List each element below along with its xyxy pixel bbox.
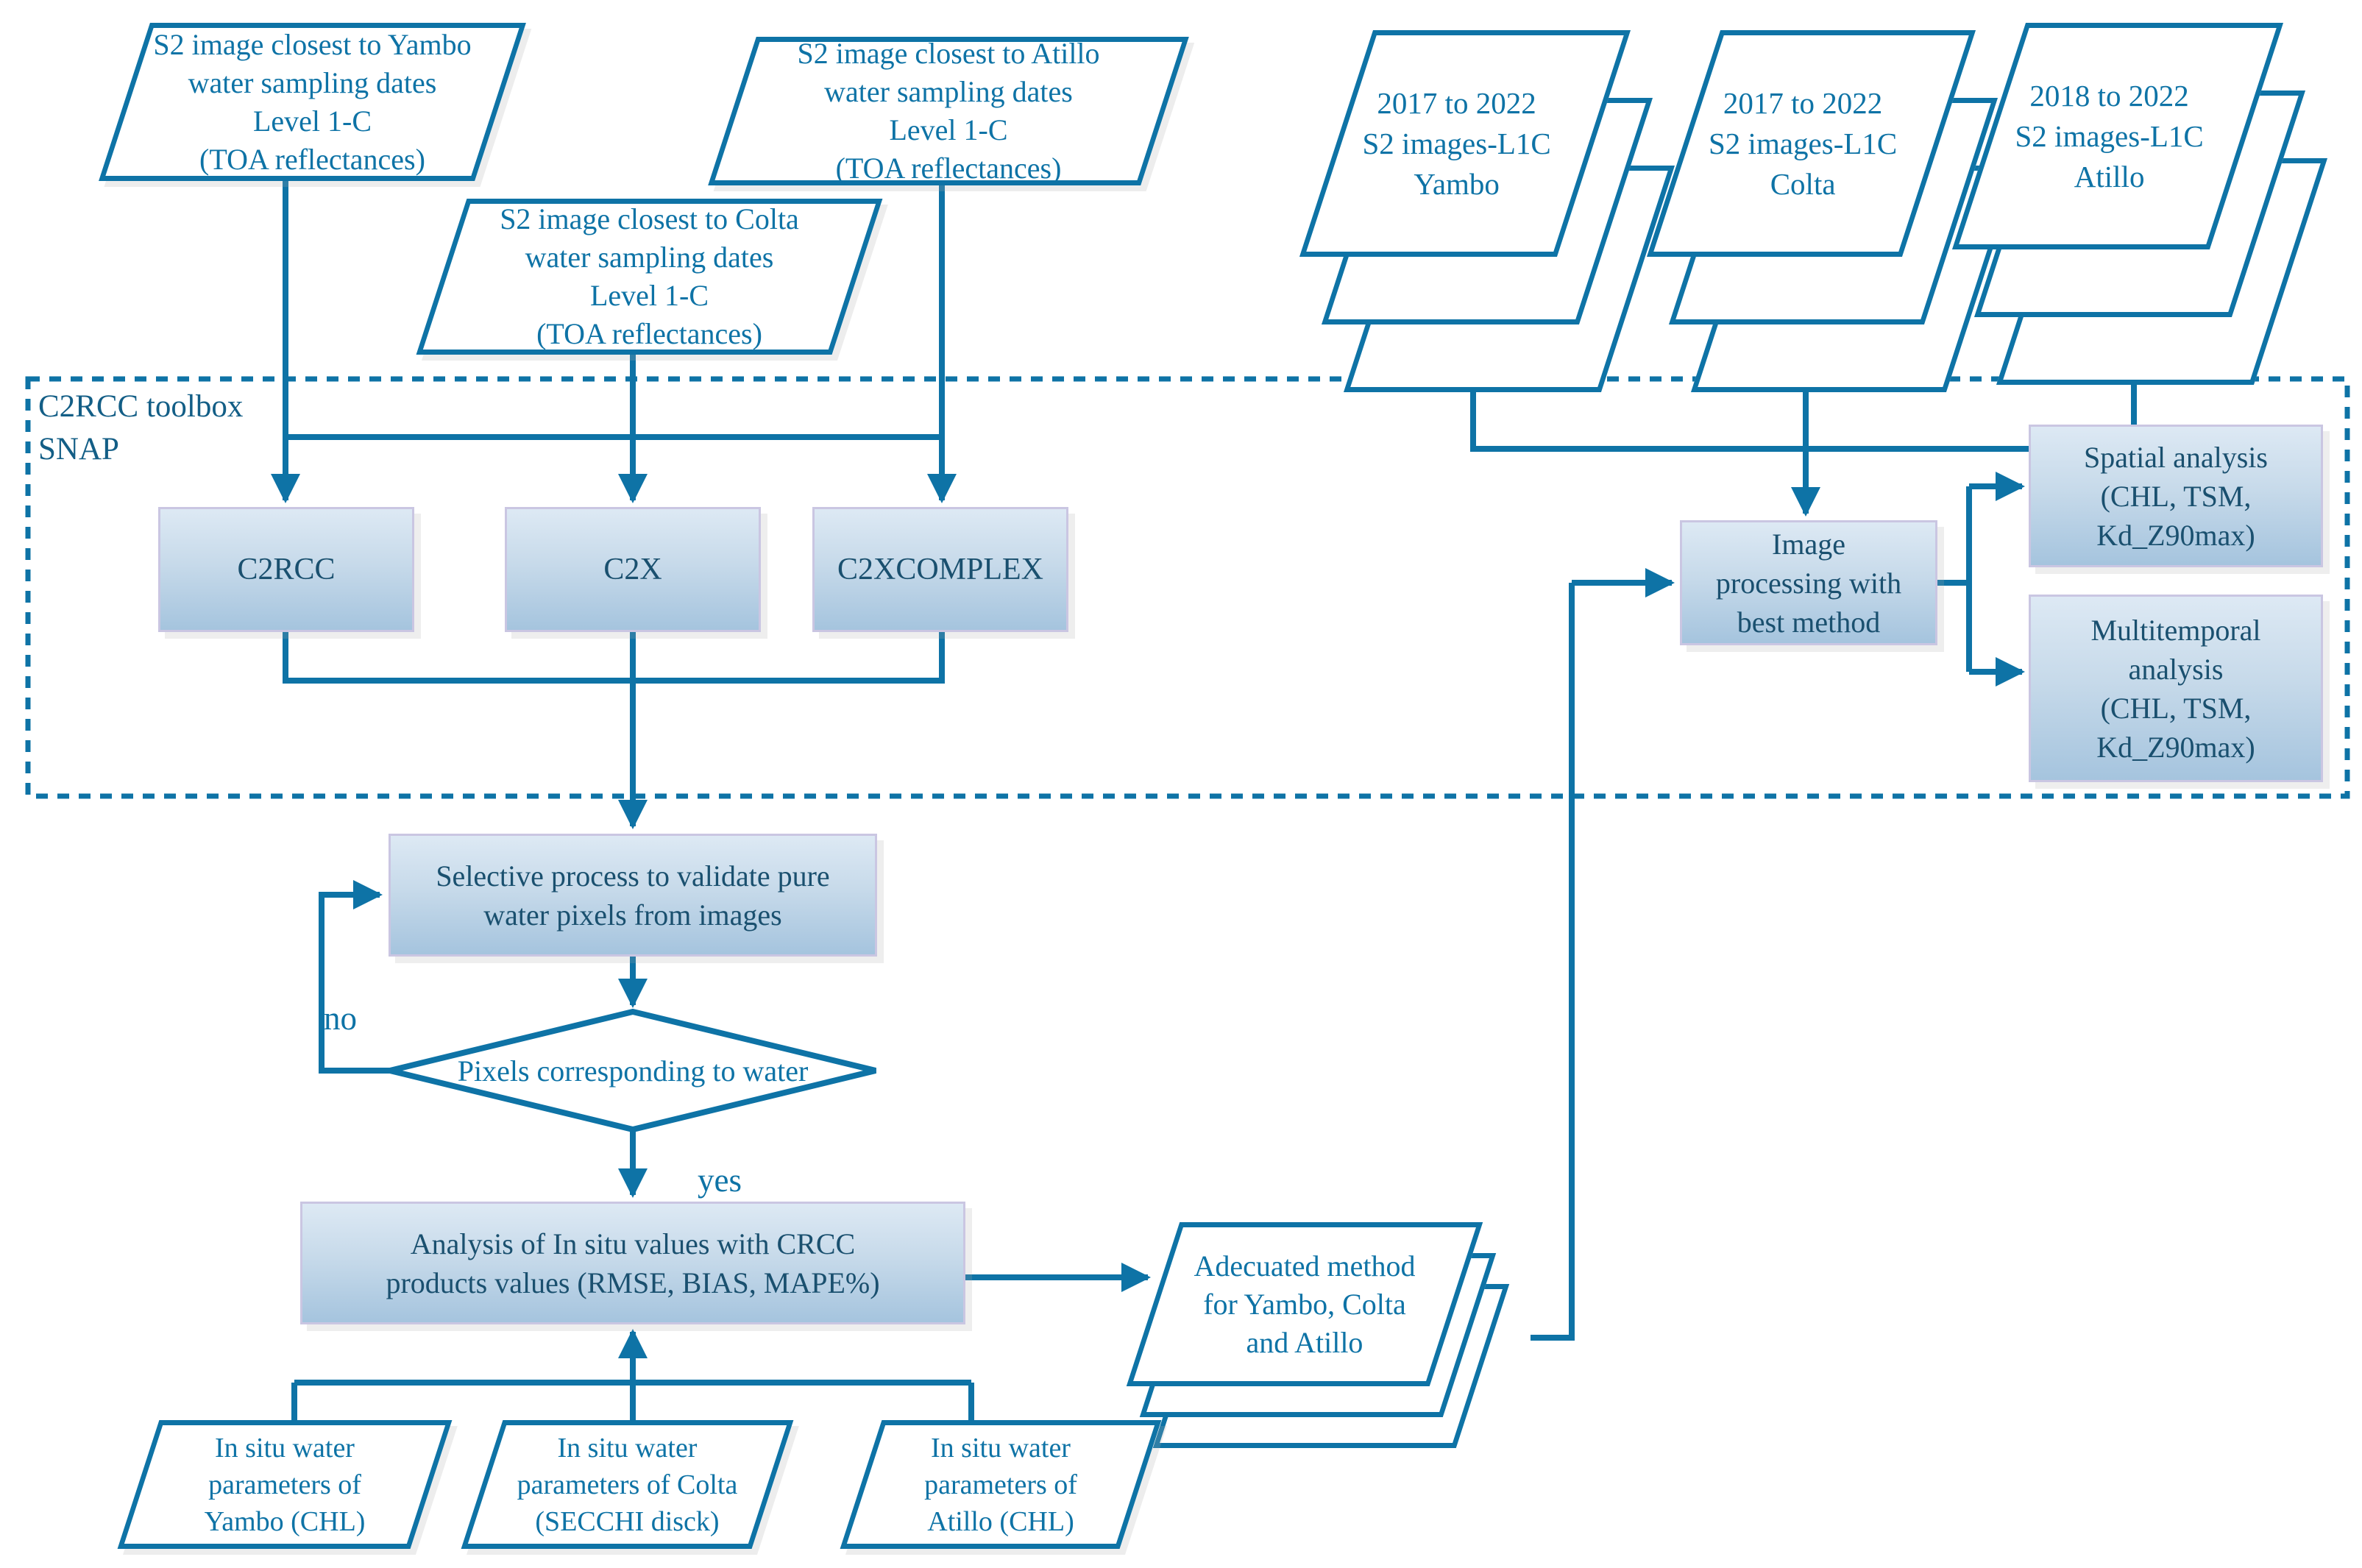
input-insitu-atillo-label: In situ water parameters of Atillo (CHL) (924, 1432, 1077, 1537)
stack-s2-atillo-label: 2018 to 2022 S2 images-L1C Atillo (2015, 78, 2204, 194)
box-multitemporal-analysis: Multitemporal analysis (CHL, TSM, Kd_Z90… (2029, 595, 2323, 782)
stack-adecuated-method-label: Adecuated method for Yambo, Colta and At… (1194, 1249, 1416, 1359)
stack-s2-colta: 2017 to 2022 S2 images-L1C Colta (1646, 30, 2021, 392)
decision-label: Pixels corresponding to water (457, 1054, 809, 1088)
input-insitu-yambo: In situ water parameters of Yambo (CHL) (117, 1420, 453, 1549)
stack-s2-atillo: 2018 to 2022 S2 images-L1C Atillo (1951, 23, 2328, 385)
stack-adecuated-method: Adecuated method for Yambo, Colta and At… (1126, 1222, 1510, 1448)
box-selective-process: Selective process to validate pure water… (389, 834, 877, 957)
input-insitu-yambo-label: In situ water parameters of Yambo (CHL) (204, 1432, 366, 1537)
input-insitu-atillo: In situ water parameters of Atillo (CHL) (840, 1420, 1162, 1549)
c2rcc-toolbox-region (25, 376, 2350, 799)
input-insitu-colta: In situ water parameters of Colta (SECCH… (461, 1420, 794, 1549)
stack-sheet-front: Adecuated method for Yambo, Colta and At… (1126, 1222, 1483, 1386)
box-selective-process-label: Selective process to validate pure water… (436, 859, 830, 932)
stack-s2-colta-label: 2017 to 2022 S2 images-L1C Colta (1709, 85, 1898, 201)
box-c2rcc-label: C2RCC (237, 552, 336, 586)
input-s2-colta: S2 image closest to Colta water sampling… (416, 199, 883, 355)
input-s2-atillo: S2 image closest to Atillo water samplin… (708, 37, 1189, 185)
input-s2-colta-label: S2 image closest to Colta water sampling… (500, 202, 799, 350)
stack-s2-yambo-label: 2017 to 2022 S2 images-L1C Yambo (1362, 85, 1551, 201)
input-s2-yambo: S2 image closest to Yambo water sampling… (99, 23, 526, 181)
box-spatial-analysis-label: Spatial analysis (CHL, TSM, Kd_Z90max) (2084, 440, 2268, 552)
input-insitu-colta-label: In situ water parameters of Colta (SECCH… (517, 1432, 738, 1537)
box-analysis-label: Analysis of In situ values with CRCC pro… (386, 1227, 880, 1299)
box-c2x-label: C2X (603, 552, 662, 586)
box-spatial-analysis: Spatial analysis (CHL, TSM, Kd_Z90max) (2029, 425, 2323, 567)
input-s2-atillo-label: S2 image closest to Atillo water samplin… (797, 37, 1100, 185)
box-image-processing: Image processing with best method (1680, 520, 1937, 645)
label-no: no (324, 1000, 357, 1037)
box-c2rcc: C2RCC (158, 507, 414, 632)
label-yes: yes (698, 1162, 742, 1199)
input-s2-yambo-label: S2 image closest to Yambo water sampling… (153, 27, 472, 176)
box-c2x: C2X (505, 507, 761, 632)
box-analysis: Analysis of In situ values with CRCC pro… (300, 1202, 965, 1324)
edge-adecuated-up (1531, 583, 1575, 1341)
edge-merge-bar (283, 631, 945, 684)
arrow-no-loop (319, 880, 390, 1074)
box-image-processing-label: Image processing with best method (1715, 527, 1902, 639)
box-multitemporal-analysis-label: Multitemporal analysis (CHL, TSM, Kd_Z90… (2090, 613, 2261, 764)
stack-s2-yambo: 2017 to 2022 S2 images-L1C Yambo (1299, 30, 1675, 392)
box-c2xcomplex-label: C2XCOMPLEX (837, 552, 1044, 586)
region-label: C2RCC toolbox SNAP (38, 389, 244, 467)
edge-insitu-bar (291, 1380, 974, 1422)
edge-branch (1937, 486, 1972, 672)
decision-diamond (389, 1008, 876, 1133)
box-c2xcomplex: C2XCOMPLEX (812, 507, 1068, 632)
